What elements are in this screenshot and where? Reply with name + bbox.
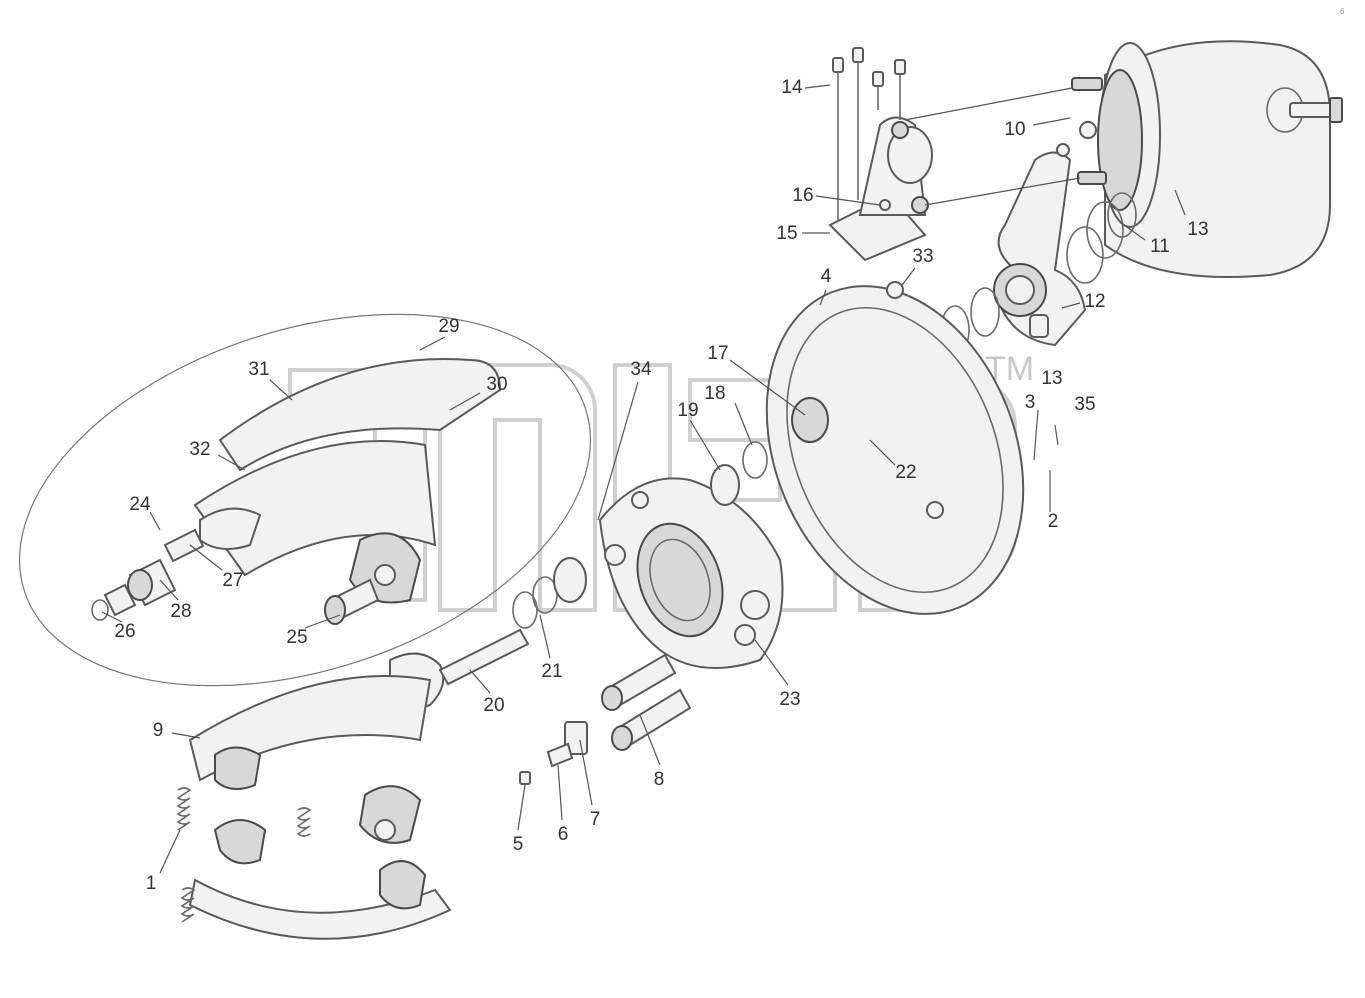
callout-14: 14 — [781, 77, 803, 98]
dust-shield — [765, 281, 1025, 615]
callout-15: 15 — [776, 223, 797, 244]
return-springs — [176, 787, 312, 923]
callout-1: 1 — [146, 873, 157, 894]
callout-11: 11 — [1150, 236, 1170, 257]
callout-27: 27 — [222, 570, 243, 591]
callout-9: 9 — [153, 720, 164, 741]
callout-24: 24 — [129, 494, 151, 515]
callout-16: 16 — [792, 185, 813, 206]
chamber-bracket — [828, 116, 933, 262]
callout-5: 5 — [513, 834, 524, 855]
callout-12: 12 — [1084, 291, 1105, 312]
upper-brake-shoe — [193, 358, 502, 604]
callout-19: 19 — [677, 400, 698, 421]
callout-labels: 14 10 13 16 15 33 11 4 12 29 31 30 17 34… — [114, 77, 1208, 894]
callout-25: 25 — [286, 627, 307, 648]
callout-28: 28 — [170, 601, 191, 622]
anchor-pins — [601, 653, 692, 751]
anchor-hardware — [519, 721, 588, 785]
callout-6: 6 — [558, 824, 569, 845]
callout-10: 10 — [1004, 119, 1025, 140]
shoe-subassembly-outline — [18, 313, 592, 687]
callout-35: 35 — [1074, 394, 1095, 415]
callout-17: 17 — [707, 343, 728, 364]
callout-31: 31 — [248, 359, 269, 380]
callout-7: 7 — [590, 809, 601, 830]
shoe-rollers — [91, 528, 380, 625]
callout-30: 30 — [486, 374, 507, 395]
callout-2: 2 — [1048, 511, 1059, 532]
slack-adjuster — [993, 143, 1087, 347]
callout-33: 33 — [912, 246, 933, 267]
callout-18: 18 — [704, 383, 725, 404]
corner-mark: 6 — [1340, 7, 1345, 16]
callout-13-chamber: 13 — [1187, 219, 1208, 240]
callout-3: 3 — [1025, 392, 1036, 413]
callout-29: 29 — [438, 316, 459, 337]
camshaft-rings — [512, 441, 768, 629]
brake-chamber — [1071, 40, 1343, 278]
callout-26: 26 — [114, 621, 135, 642]
callout-13-ring: 13 — [1041, 368, 1062, 389]
callout-20: 20 — [483, 695, 504, 716]
lower-brake-shoes — [188, 675, 452, 940]
callout-34: 34 — [630, 359, 652, 380]
bracket-bolts — [832, 47, 906, 220]
leader-lines — [101, 84, 1186, 874]
callout-8: 8 — [654, 769, 665, 790]
callout-21: 21 — [541, 661, 562, 682]
callout-22: 22 — [895, 462, 916, 483]
callout-4: 4 — [821, 266, 832, 287]
callout-23: 23 — [779, 689, 800, 710]
brake-spider — [598, 477, 784, 669]
callout-32: 32 — [189, 439, 210, 460]
